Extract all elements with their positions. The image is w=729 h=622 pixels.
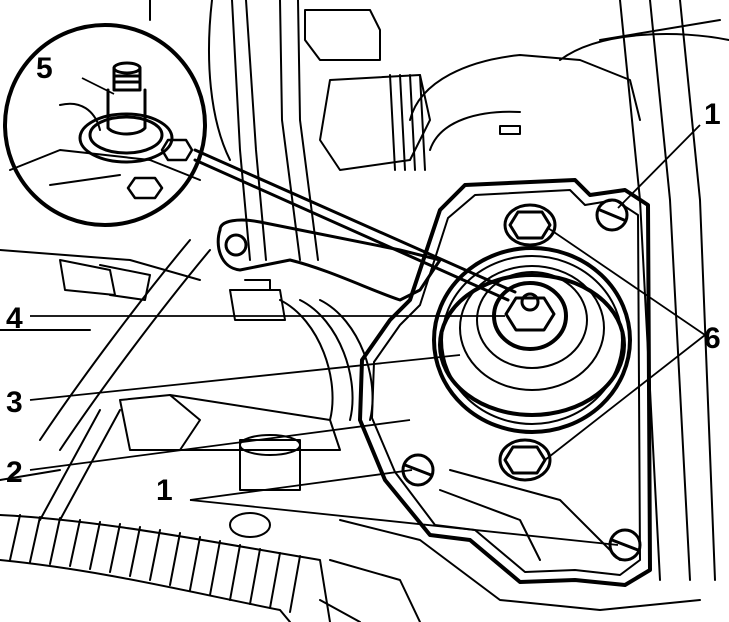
callout-labels: 5 1 4 6 3 2 1 bbox=[6, 52, 721, 507]
callout-6: 6 bbox=[704, 322, 721, 355]
detail-magnifier bbox=[3, 23, 207, 227]
callout-1-upper: 1 bbox=[704, 98, 721, 131]
callout-1-lower: 1 bbox=[156, 474, 173, 507]
callout-4: 4 bbox=[6, 302, 23, 335]
ribbed-hose bbox=[0, 514, 331, 622]
screw-upper-right bbox=[595, 198, 629, 232]
mount-bolt-lower bbox=[498, 438, 552, 482]
screw-middle-left bbox=[401, 453, 435, 487]
leader-lines bbox=[29, 77, 706, 546]
callout-3: 3 bbox=[6, 386, 23, 419]
detail-stud bbox=[78, 61, 174, 164]
mount-bolt-upper bbox=[503, 203, 557, 247]
mounting-plate bbox=[358, 178, 652, 587]
bracket-arm bbox=[216, 218, 442, 302]
strut-top-mount bbox=[432, 246, 632, 434]
detail-connector bbox=[193, 148, 517, 302]
strut-top-nut bbox=[504, 292, 556, 332]
callout-5: 5 bbox=[36, 52, 53, 85]
callout-2: 2 bbox=[6, 456, 23, 489]
